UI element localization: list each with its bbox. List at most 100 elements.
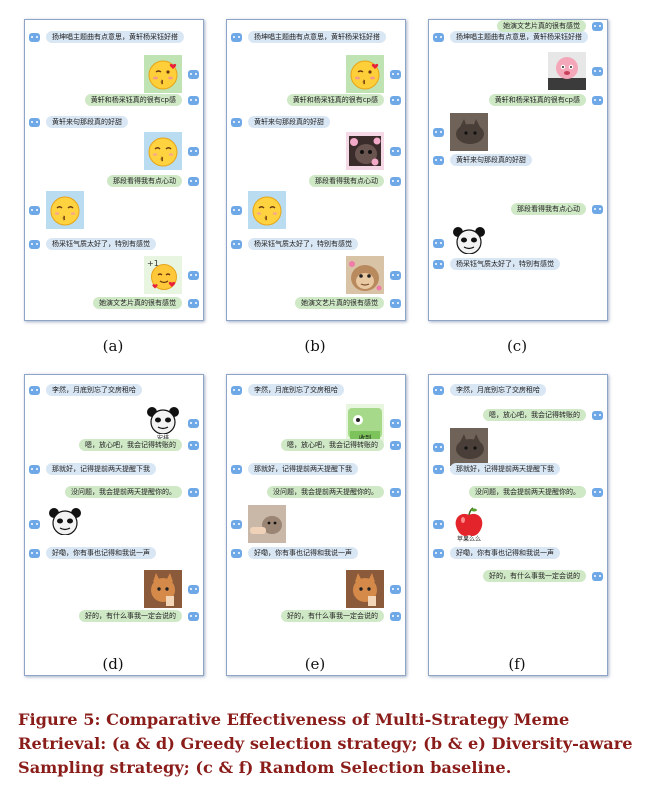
bot-avatar-icon: [390, 176, 401, 186]
text-message: 好嘞，你有事也记得和我说一声: [429, 547, 607, 559]
bot-avatar-icon: [592, 21, 603, 31]
text-message: 好嘞，你有事也记得和我说一声: [227, 547, 405, 559]
bot-avatar-icon: [390, 95, 401, 105]
text-message: 没问题，我会提前两天提醒你的。: [429, 486, 607, 498]
bot-avatar-icon: [390, 611, 401, 621]
text-message: 没问题，我会提前两天提醒你的。: [227, 486, 405, 498]
text-message: 没问题，我会提前两天提醒你的。: [25, 486, 203, 498]
meme-message: [25, 569, 203, 609]
meme-message: [227, 504, 405, 544]
bot-avatar-icon: [188, 176, 199, 186]
chat-bubble: 她演文艺片真的很有感觉: [295, 297, 384, 309]
meme-message: [25, 54, 203, 94]
text-message: 黄轩来句那段真的好甜: [429, 154, 607, 166]
bot-avatar-icon: [433, 32, 444, 42]
emoji-kiss-heart-icon: [346, 55, 384, 93]
meme-message: [429, 427, 607, 467]
photo-orange-cat-meme-icon: [346, 570, 384, 608]
photo-pink-figure-meme-icon: [548, 52, 586, 90]
bot-avatar-icon: [433, 385, 444, 395]
text-message: 那段看得我有点心动: [25, 175, 203, 187]
chat-bubble: 那段看得我有点心动: [107, 175, 182, 187]
emoji-kiss-icon: [144, 132, 182, 170]
meme-message: [227, 190, 405, 230]
panel-label: (c): [506, 337, 528, 355]
chat-bubble: 杨采钰气质太好了，特别有感觉: [46, 238, 156, 250]
text-message: 嗯，放心吧，我会记得转账的: [227, 439, 405, 451]
text-message: 那就好，记得提前两天提醒下我: [227, 463, 405, 475]
text-message: 扬坤唱主题曲有点意思，黄轩杨采钰好搭: [429, 31, 607, 43]
chat-bubble: 黄轩来句那段真的好甜: [46, 116, 128, 128]
meme-message: [25, 504, 203, 544]
text-message: 黄轩来句那段真的好甜: [227, 116, 405, 128]
chat-bubble: 黄轩和杨采钰真的很有cp感: [286, 94, 384, 106]
text-message: 嗯，放心吧，我会记得转账的: [25, 439, 203, 451]
panel-label: (d): [102, 655, 124, 673]
chat-panel: 扬坤唱主题曲有点意思，黄轩杨采钰好搭黄轩和杨采钰真的很有cp感黄轩来句那段真的好…: [24, 19, 204, 321]
chat-bubble: 嗯，放心吧，我会记得转账的: [281, 439, 384, 451]
text-message: 扬坤唱主题曲有点意思，黄轩杨采钰好搭: [227, 31, 405, 43]
bot-avatar-icon: [188, 270, 199, 280]
chat-bubble: 那段看得我有点心动: [511, 203, 586, 215]
cartoon-green-meme-icon: 收到: [346, 404, 384, 442]
text-message: 那段看得我有点心动: [429, 203, 607, 215]
meme-caption: 苹果么么: [457, 535, 481, 543]
text-message: 那段看得我有点心动: [227, 175, 405, 187]
meme-message: [227, 131, 405, 171]
chat-bubble: 杨采钰气质太好了，特别有感觉: [248, 238, 358, 250]
chat-bubble: 好嘞，你有事也记得和我说一声: [248, 547, 358, 559]
chat-bubble: 杨采钰气质太好了，特别有感觉: [450, 258, 560, 270]
bot-avatar-icon: [231, 32, 242, 42]
bot-avatar-icon: [188, 584, 199, 594]
bot-avatar-icon: [231, 385, 242, 395]
bot-avatar-icon: [188, 69, 199, 79]
text-message: 李然，月底别忘了交房租哈: [429, 384, 607, 396]
photo-monkey-meme-icon: [346, 256, 384, 294]
text-message: 黄轩和杨采钰真的很有cp感: [227, 94, 405, 106]
panel-label: (e): [304, 655, 326, 673]
meme-message: [227, 54, 405, 94]
figure-caption: Figure 5: Comparative Effectiveness of M…: [18, 710, 633, 777]
text-message: 那就好，记得提前两天提醒下我: [25, 463, 203, 475]
bot-avatar-icon: [433, 548, 444, 558]
panda-face-meme-icon: [46, 505, 84, 543]
bot-avatar-icon: [592, 95, 603, 105]
chat-bubble: 嗯，放心吧，我会记得转账的: [483, 409, 586, 421]
bot-avatar-icon: [592, 204, 603, 214]
chat-bubble: 黄轩和杨采钰真的很有cp感: [84, 94, 182, 106]
bot-avatar-icon: [433, 259, 444, 269]
bot-avatar-icon: [29, 239, 40, 249]
bot-avatar-icon: [433, 442, 444, 452]
bot-avatar-icon: [29, 205, 40, 215]
text-message: 黄轩和杨采钰真的很有cp感: [429, 94, 607, 106]
emoji-kiss-icon: [248, 191, 286, 229]
photo-cat-meme-icon: [346, 132, 384, 170]
emoji-hearts-icon: +1: [144, 256, 182, 294]
text-message: 李然，月底别忘了交房租哈: [227, 384, 405, 396]
panel-label: (f): [508, 655, 526, 673]
photo-cat-hand-meme-icon: [248, 505, 286, 543]
text-message: 好的，有什么事我一定会说的: [429, 570, 607, 582]
apple-meme-icon: 苹果么么: [450, 505, 488, 543]
text-message: 她演文艺片真的很有感觉: [227, 297, 405, 309]
meme-caption: 安排: [157, 434, 169, 442]
bot-avatar-icon: [390, 298, 401, 308]
emoji-kiss-heart-icon: [144, 55, 182, 93]
chat-bubble: 那就好，记得提前两天提醒下我: [46, 463, 156, 475]
text-message: 好嘞，你有事也记得和我说一声: [25, 547, 203, 559]
meme-message: +1: [25, 255, 203, 295]
chat-panel: 李然，月底别忘了交房租哈安排嗯，放心吧，我会记得转账的那就好，记得提前两天提醒下…: [24, 374, 204, 676]
meme-message: [429, 112, 607, 152]
photo-orange-cat-meme-icon: [144, 570, 182, 608]
bot-avatar-icon: [433, 127, 444, 137]
meme-message: 收到: [227, 403, 405, 443]
text-message: 杨采钰气质太好了，特别有感觉: [227, 238, 405, 250]
chat-bubble: 好的，有什么事我一定会说的: [79, 610, 182, 622]
bot-avatar-icon: [29, 548, 40, 558]
bot-avatar-icon: [231, 464, 242, 474]
bot-avatar-icon: [188, 487, 199, 497]
meme-message: [227, 569, 405, 609]
bot-avatar-icon: [29, 385, 40, 395]
chat-bubble: 嗯，放心吧，我会记得转账的: [79, 439, 182, 451]
bot-avatar-icon: [29, 464, 40, 474]
